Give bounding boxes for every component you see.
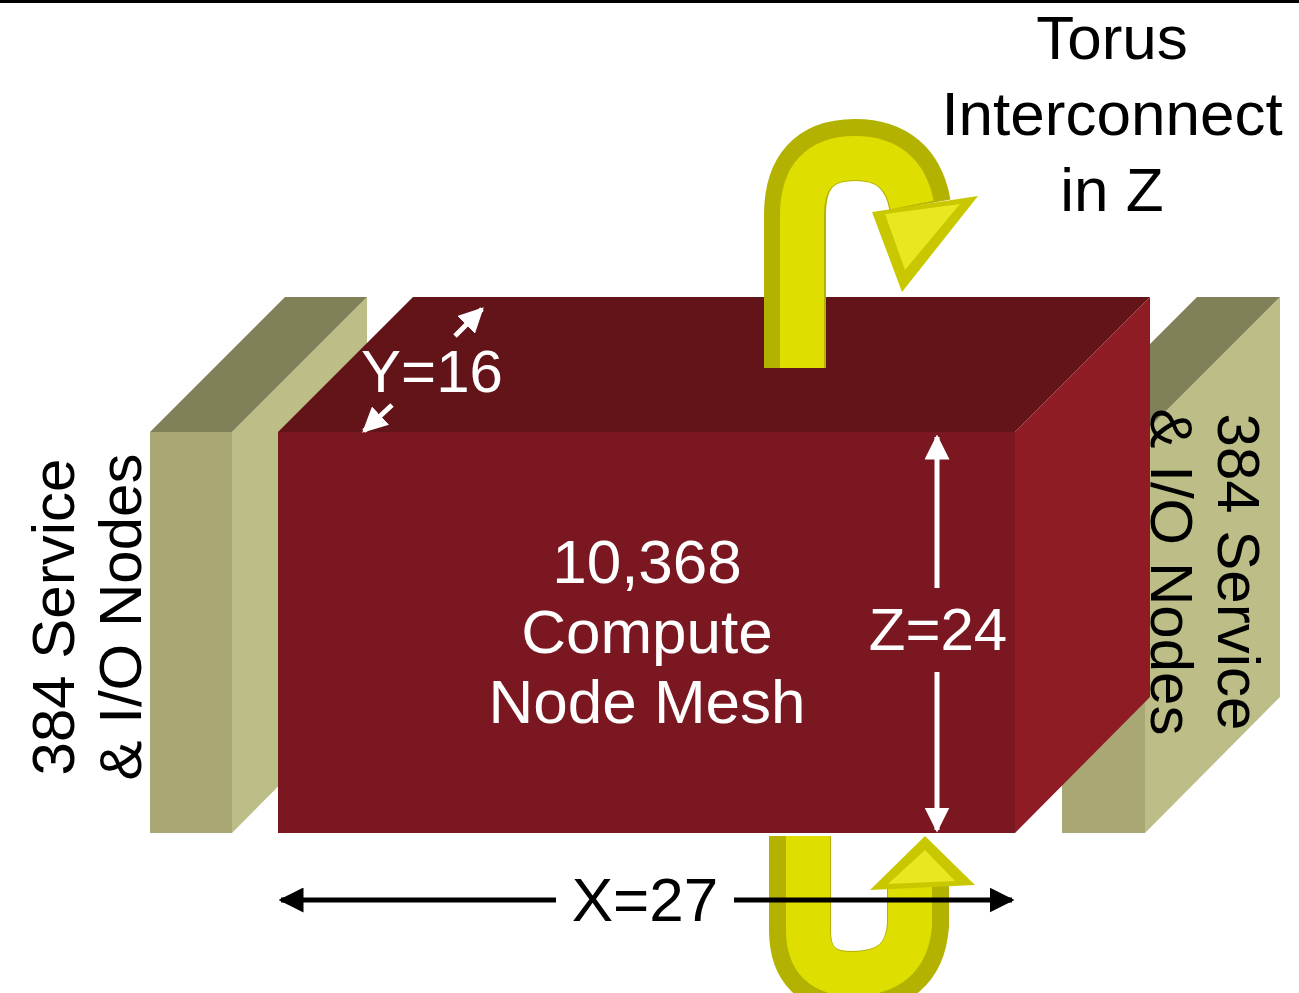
compute-mesh-box: 10,368 Compute Node Mesh [457, 527, 837, 737]
torus-arrow-bottom [800, 836, 975, 982]
top-rule [0, 0, 1299, 3]
node-text: 384 Service & I/O Nodes [20, 442, 154, 792]
mesh-box [278, 297, 1150, 833]
torus-note: Torus Interconnect in Z [932, 0, 1292, 228]
node-text: 10,368 Compute Node Mesh [457, 527, 837, 737]
node-text: 384 Service & I/O Nodes [1138, 397, 1272, 747]
service-io-slab: 384 Service & I/O Nodes [20, 442, 154, 792]
dimension-arrows [281, 309, 1012, 900]
service-io-slab: 384 Service & I/O Nodes [1138, 397, 1272, 747]
dimension-label: Z=24 [869, 596, 1007, 664]
dimension-label: X=27 [566, 865, 725, 935]
dimension-label: Y=16 [361, 338, 503, 406]
torus-arrow-top [795, 150, 978, 368]
